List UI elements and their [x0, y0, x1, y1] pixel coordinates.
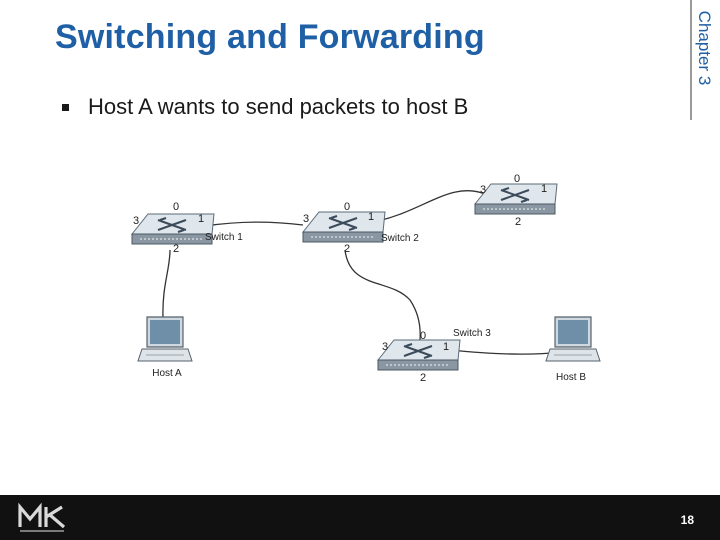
footer-bar: 18: [0, 495, 720, 540]
switch1-label: Switch 1: [205, 232, 243, 243]
slide-title: Switching and Forwarding: [55, 18, 485, 56]
switch1-port2: 2: [173, 243, 179, 255]
switch2-port0: 0: [344, 201, 350, 213]
bullet-marker: [62, 104, 69, 111]
laptop-icon: [137, 316, 193, 362]
switch3-label: Switch 3: [453, 328, 491, 339]
switch4-port3: 3: [480, 184, 486, 196]
link-hostA-switch1: [162, 249, 171, 319]
laptop-icon: [545, 316, 601, 362]
switch4-port0: 0: [514, 173, 520, 185]
switch4-port2: 2: [515, 216, 521, 228]
switch4-port1: 1: [541, 183, 547, 195]
page-number: 18: [680, 513, 694, 527]
bullet-text: Host A wants to send packets to host B: [88, 94, 469, 119]
link-switch1-switch2: [204, 221, 304, 227]
switch1-port0: 0: [173, 201, 179, 213]
switch2-port3: 3: [303, 213, 309, 225]
network-diagram: 0 1 2 3 Switch 1 0 1 2 3 Switch 2 0 1 2 …: [131, 173, 601, 384]
switch3-port0: 0: [420, 330, 426, 342]
switch3-port3: 3: [382, 341, 388, 353]
switch2-label: Switch 2: [381, 233, 419, 244]
host-a-label: Host A: [152, 368, 182, 379]
switch3-port1: 1: [443, 341, 449, 353]
switch1-port1: 1: [198, 213, 204, 225]
link-switch2-switch4: [371, 190, 486, 223]
switch1-port3: 3: [133, 215, 139, 227]
switch2-port1: 1: [368, 211, 374, 223]
link-switch2-switch3: [344, 249, 421, 341]
mk-logo: [18, 502, 66, 532]
link-switch3-hostB: [449, 349, 561, 355]
switch2-port2: 2: [344, 243, 350, 255]
host-b-label: Host B: [556, 372, 586, 383]
switch3-port2: 2: [420, 372, 426, 384]
chapter-divider: [690, 0, 692, 120]
